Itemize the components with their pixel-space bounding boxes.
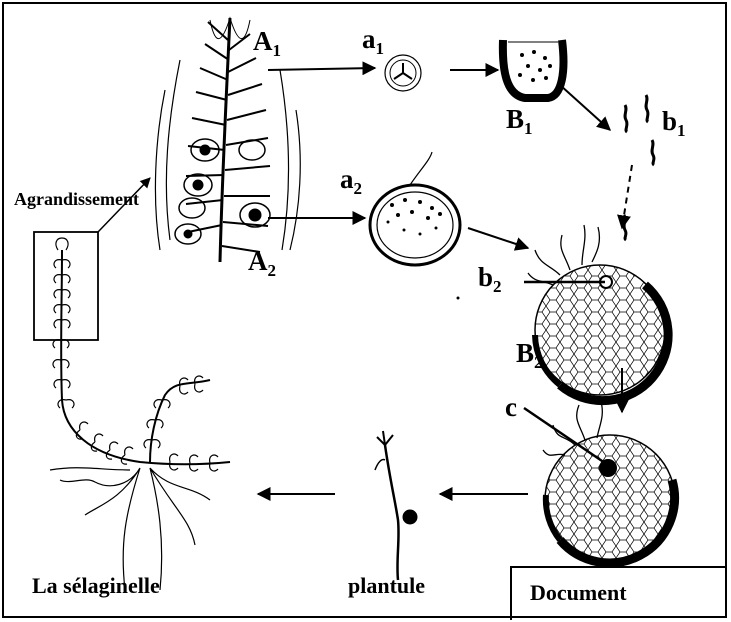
label-a2: a2 xyxy=(340,166,362,193)
microsporangium-b1 xyxy=(503,40,564,98)
female-prothallus-b2 xyxy=(528,225,668,401)
label-b2: b2 xyxy=(478,264,502,291)
label-agrandissement: Agrandissement xyxy=(14,190,139,208)
label-c: c xyxy=(505,394,517,421)
megaspore-a2 xyxy=(370,152,460,265)
label-document: Document xyxy=(530,582,627,604)
label-A1: A1 xyxy=(253,28,281,55)
fertilized-prothallus-c xyxy=(543,402,675,565)
label-B1: B1 xyxy=(506,106,533,133)
label-A2: A2 xyxy=(248,248,276,275)
label-plant-name: La sélaginelle xyxy=(32,575,160,597)
label-b1: b1 xyxy=(662,108,686,135)
antherozoids-b1 xyxy=(624,95,654,240)
label-a1: a1 xyxy=(362,26,384,53)
selaginella-plant-drawing xyxy=(50,238,230,590)
enlargement-box xyxy=(34,232,98,340)
label-plantule: plantule xyxy=(348,575,425,597)
stray-dot xyxy=(457,297,460,300)
label-B2: B2 xyxy=(516,340,543,367)
microspore-a1 xyxy=(385,55,421,91)
plantule-drawing xyxy=(375,431,417,580)
